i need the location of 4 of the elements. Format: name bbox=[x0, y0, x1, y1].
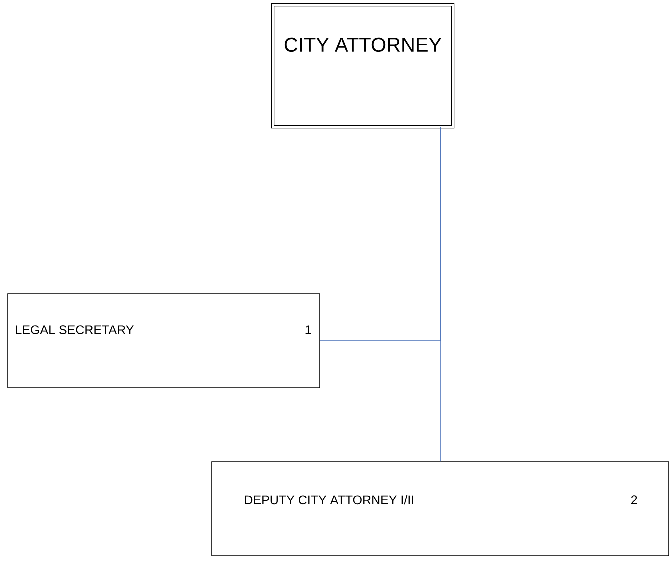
org-box: DEPUTY CITY ATTORNEY I/II 2 bbox=[212, 462, 670, 556]
org-box: LEGAL SECRETARY 1 bbox=[8, 294, 320, 388]
connector-line bbox=[440, 126, 442, 462]
org-box: CITY ATTORNEY bbox=[271, 3, 455, 129]
